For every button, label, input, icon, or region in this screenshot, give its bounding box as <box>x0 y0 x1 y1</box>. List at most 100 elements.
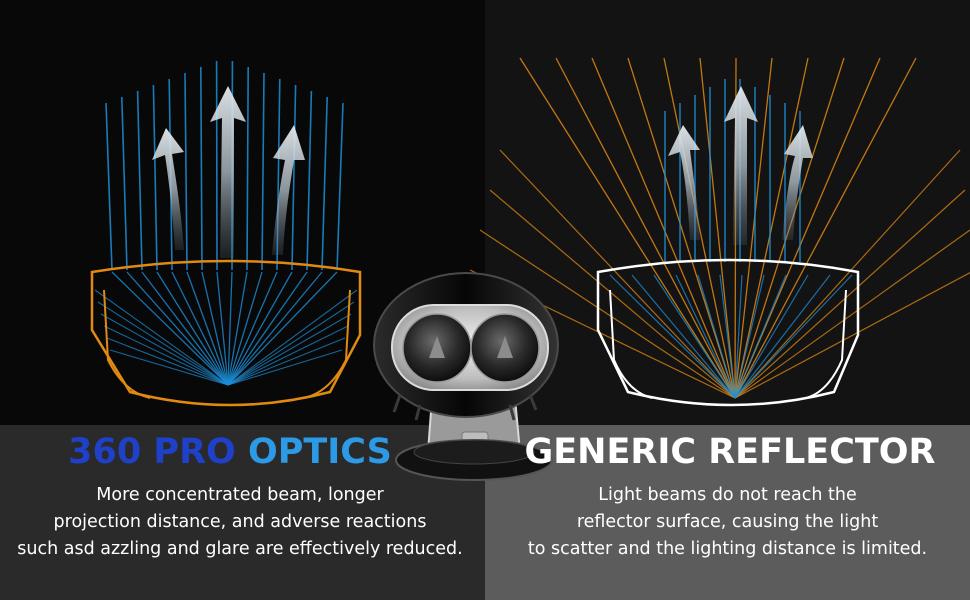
reflection-line <box>227 325 349 386</box>
reflection-line <box>675 274 736 399</box>
beam-line <box>291 84 297 271</box>
generic-reflector-caption-panel <box>485 425 970 600</box>
reflection-line <box>227 271 293 386</box>
reflection-line <box>653 274 736 399</box>
reflection-line <box>106 337 229 386</box>
arrow-up-left-icon <box>668 125 700 240</box>
arrow-up-center-icon <box>210 86 246 258</box>
reflection-line <box>227 301 355 386</box>
scatter-line <box>499 149 736 399</box>
reflection-line <box>103 325 229 386</box>
generic-reflector-description-line: to scatter and the lighting distance is … <box>527 539 928 559</box>
pro-optics-description-line: More concentrated beam, longer <box>96 485 384 505</box>
arrow-up-right-icon <box>272 125 305 255</box>
pro-optics-description-line: such asd azzling and glare are effective… <box>17 539 463 559</box>
generic-reflector-scatter-lines <box>469 57 970 399</box>
reflection-line <box>227 271 278 386</box>
scatter-line <box>734 57 809 399</box>
reflection-line <box>141 271 229 386</box>
reflection-line <box>734 274 853 399</box>
reflection-line <box>697 274 736 399</box>
reflection-line <box>111 271 229 386</box>
reflection-line <box>227 271 263 386</box>
reflection-line <box>227 271 323 386</box>
reflection-line <box>216 271 229 386</box>
generic-reflector-arrows <box>668 86 813 245</box>
beam-line <box>136 90 143 271</box>
reflection-line <box>97 301 229 386</box>
scatter-line <box>734 57 773 399</box>
pro-optics-description-line: projection distance, and adverse reactio… <box>53 512 427 532</box>
beam-line <box>184 72 188 271</box>
generic-reflector-inner-rim <box>609 289 653 399</box>
pro-optics-heading-part1: 360 PRO <box>68 432 236 472</box>
reflection-line <box>156 271 229 386</box>
reflection-line <box>734 274 831 399</box>
lamp-led-left <box>429 336 445 358</box>
scatter-line <box>699 57 736 399</box>
led-work-light-product <box>373 272 559 481</box>
scatter-line <box>591 57 736 399</box>
reflection-line <box>719 274 736 399</box>
scatter-line <box>734 229 970 399</box>
generic-reflector-outline <box>596 258 860 407</box>
lamp-housing-fins <box>392 394 538 421</box>
pro-optics-arrows <box>152 86 305 258</box>
reflection-line <box>734 274 765 399</box>
beam-line <box>152 84 158 271</box>
generic-reflector-diagram-panel <box>485 0 970 425</box>
scatter-line <box>489 189 736 399</box>
scatter-line <box>734 271 970 399</box>
reflection-line <box>186 271 229 386</box>
lamp-base-top <box>413 439 535 465</box>
reflection-line <box>201 271 229 386</box>
reflection-line <box>100 313 229 386</box>
reflection-line <box>227 313 352 386</box>
reflection-line <box>734 274 809 399</box>
pro-optics-reflector-inner-rim <box>103 289 151 399</box>
arrow-up-left-icon <box>152 128 184 250</box>
scatter-line <box>734 189 966 399</box>
reflection-line <box>227 271 308 386</box>
pro-optics-heading-part2: OPTICS <box>247 432 392 472</box>
reflection-line <box>227 271 233 386</box>
reflection-line <box>109 349 229 386</box>
generic-reflector-description: Light beams do not reach the reflector s… <box>490 482 965 563</box>
pro-optics-reflector-outline <box>90 259 362 407</box>
reflection-line <box>171 271 229 386</box>
scatter-line <box>663 57 736 399</box>
scatter-line <box>734 149 961 399</box>
reflection-line <box>227 289 358 386</box>
generic-reflector-inner-rim-right <box>805 289 847 399</box>
generic-reflector-description-line: Light beams do not reach the <box>598 485 857 505</box>
scatter-line <box>627 57 736 399</box>
scatter-line <box>734 57 881 399</box>
beam-line <box>306 90 313 271</box>
reflection-line <box>227 271 248 386</box>
pro-optics-heading: 360 PRO OPTICS <box>0 432 460 472</box>
reflection-line <box>609 274 736 399</box>
reflection-line <box>631 274 736 399</box>
reflection-line <box>126 271 229 386</box>
generic-reflector-heading: GENERIC REFLECTOR <box>524 432 936 472</box>
reflection-line <box>94 289 229 386</box>
arrow-up-center-icon <box>724 86 758 245</box>
generic-reflector-reflection-lines <box>609 274 853 399</box>
scatter-line <box>734 57 917 399</box>
scatter-line <box>555 57 736 399</box>
beam-line <box>321 96 328 271</box>
reflection-line <box>227 337 346 386</box>
beam-line <box>336 102 344 271</box>
beam-line <box>246 66 249 271</box>
beam-line <box>200 66 203 271</box>
reflection-line <box>227 349 343 386</box>
generic-reflector-description-line: reflector surface, causing the light <box>576 512 879 532</box>
reflection-line <box>734 274 787 399</box>
scatter-line <box>519 57 736 399</box>
arrow-up-right-icon <box>782 125 813 240</box>
pro-optics-description: More concentrated beam, longer projectio… <box>0 482 480 563</box>
reflection-line <box>734 274 743 399</box>
beam-line <box>121 96 128 271</box>
